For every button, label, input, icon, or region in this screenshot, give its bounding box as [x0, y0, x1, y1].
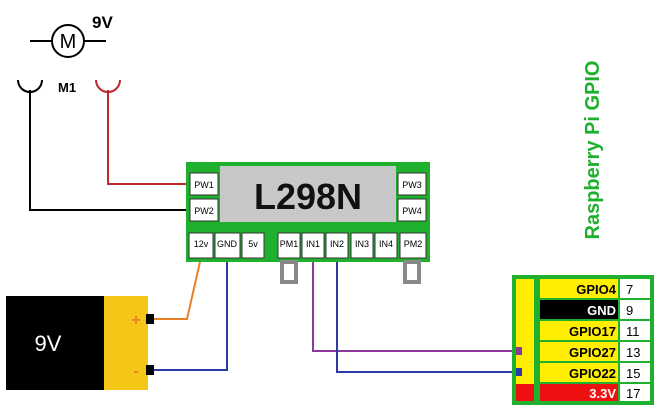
pw3-label: PW3 — [402, 180, 422, 190]
pw3-box — [397, 172, 427, 196]
pin-pm2-box — [399, 232, 427, 259]
gpio27-wire-end — [516, 347, 522, 355]
l298n-module: L298N PW1 PW2 PW3 PW4 12v GND 5v PM1 IN1… — [186, 162, 430, 284]
v33-name: 3.3V — [589, 386, 616, 401]
battery-plus-terminal — [146, 314, 154, 324]
module-title: L298N — [254, 176, 362, 217]
pw4-label: PW4 — [402, 206, 422, 216]
pin-in1-label: IN1 — [306, 239, 320, 249]
battery-minus-label: - — [133, 363, 138, 380]
motor-terminal-left — [17, 79, 43, 93]
gpio22-wire-end — [516, 368, 522, 376]
pin-pm1-box — [277, 232, 301, 259]
gpio17-name: GPIO17 — [569, 324, 616, 339]
battery-minus-terminal — [146, 365, 154, 375]
in1-wire — [312, 262, 520, 352]
gnd-name: GND — [587, 303, 616, 318]
pin-gnd-label: GND — [217, 239, 238, 249]
v33-pin: 17 — [626, 386, 640, 401]
gpio22-pin: 15 — [626, 366, 640, 381]
pin-pm1-label: PM1 — [280, 239, 299, 249]
pin-in1-box — [301, 232, 325, 259]
motor-symbol — [51, 24, 85, 58]
gnd-cell — [540, 300, 618, 319]
gpio4-pin-cell — [620, 279, 650, 298]
gpio27-cell — [540, 342, 618, 361]
pin-in3-label: IN3 — [355, 239, 369, 249]
battery-cap — [104, 296, 148, 390]
gpio27-pin: 13 — [626, 345, 640, 360]
v33-strip — [516, 384, 534, 401]
pin-pm2-label: PM2 — [404, 239, 423, 249]
gnd-pin-cell — [620, 300, 650, 319]
pw2-label: PW2 — [194, 206, 214, 216]
gpio22-pin-cell — [620, 363, 650, 382]
pin-in4-label: IN4 — [379, 239, 393, 249]
pw2-box — [189, 198, 219, 222]
motor-red-wire — [107, 90, 190, 185]
gpio-title: Raspberry Pi GPIO — [582, 61, 604, 240]
gpio27-pin-cell — [620, 342, 650, 361]
gpio17-cell — [540, 321, 618, 340]
pin-12v-box — [188, 232, 214, 259]
pw4-box — [397, 198, 427, 222]
battery-label: 9V — [35, 331, 62, 356]
gpio-strip — [516, 279, 534, 401]
pm1-jumper — [280, 260, 298, 284]
gpio17-pin: 11 — [626, 324, 640, 339]
pin-5v-box — [241, 232, 265, 259]
gpio22-cell — [540, 363, 618, 382]
motor-letter: M — [60, 31, 77, 53]
battery-minus-wire — [152, 262, 228, 371]
gpio4-pin: 7 — [626, 282, 633, 297]
battery-plus-wire — [152, 261, 201, 320]
v33-pin-cell — [620, 384, 650, 401]
pw1-label: PW1 — [194, 180, 214, 190]
pin-12v-label: 12v — [194, 239, 209, 249]
motor-name-label: M1 — [58, 80, 76, 95]
battery-plus-label: + — [131, 312, 140, 329]
battery-body — [6, 296, 104, 390]
motor: M 9V M1 — [17, 13, 121, 95]
pin-in2-label: IN2 — [330, 239, 344, 249]
gpio22-name: GPIO22 — [569, 366, 616, 381]
gnd-pin: 9 — [626, 303, 633, 318]
pin-gnd-box — [214, 232, 241, 259]
in2-wire — [336, 262, 520, 373]
gpio17-pin-cell — [620, 321, 650, 340]
pm2-jumper — [403, 260, 421, 284]
battery: 9V + - — [6, 296, 154, 390]
pin-in4-box — [374, 232, 398, 259]
gpio27-name: GPIO27 — [569, 345, 616, 360]
pw1-box — [189, 172, 219, 196]
pin-in2-box — [325, 232, 349, 259]
wires — [29, 90, 520, 373]
module-chip — [220, 166, 396, 222]
motor-black-wire — [29, 90, 190, 211]
motor-voltage-label: 9V — [92, 13, 113, 32]
gpio4-name: GPIO4 — [576, 282, 617, 297]
motor-terminal-right — [95, 79, 121, 93]
pin-5v-label: 5v — [248, 239, 258, 249]
gpio-header: Raspberry Pi GPIO GPIO4 7 GND 9 GPIO17 1… — [512, 61, 654, 405]
v33-cell — [540, 384, 618, 401]
gpio4-cell — [540, 279, 618, 298]
pin-in3-box — [350, 232, 374, 259]
